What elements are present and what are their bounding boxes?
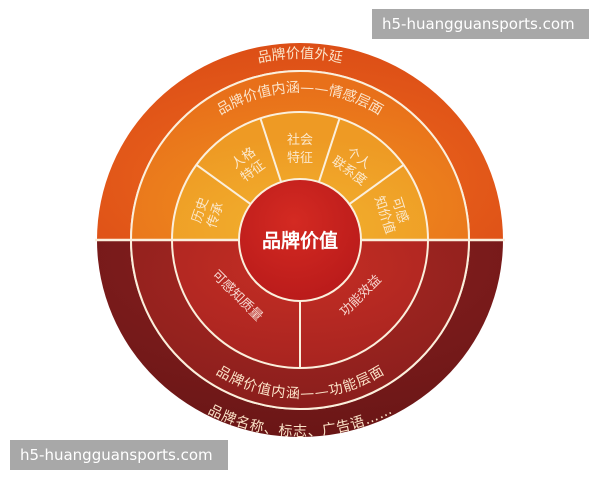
center-label: 品牌价值 xyxy=(262,229,338,252)
center-circle: 品牌价值 xyxy=(238,178,362,302)
segment-social: 社会 特征 xyxy=(287,132,313,166)
segment-dividers xyxy=(195,117,405,368)
inner-ring xyxy=(171,111,429,369)
svg-text:可感: 可感 xyxy=(388,195,411,225)
watermark-top: h5-huangguansports.com xyxy=(372,9,589,39)
segment-personal-connection: 个人 联系度 xyxy=(329,145,374,189)
svg-text:特征: 特征 xyxy=(287,151,313,166)
watermark-bottom: h5-huangguansports.com xyxy=(10,440,228,470)
svg-text:社会: 社会 xyxy=(287,132,313,148)
